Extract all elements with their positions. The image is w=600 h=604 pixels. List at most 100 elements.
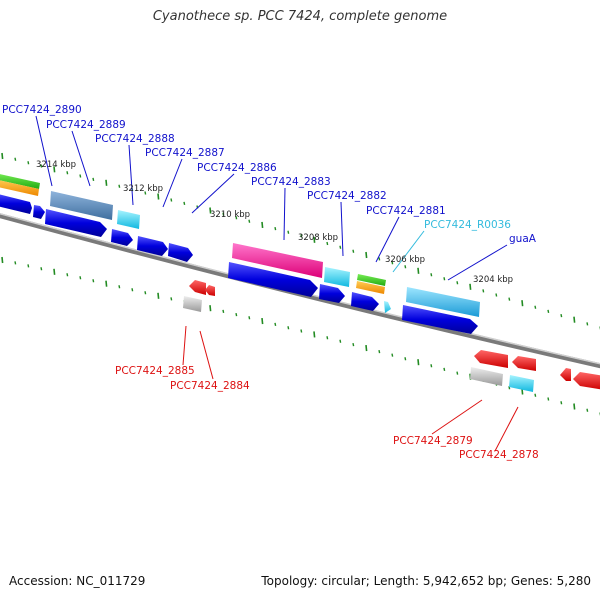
lower-ruler-tick	[287, 326, 290, 330]
upper-ruler-tick	[287, 230, 290, 234]
gene-label[interactable]: PCC7424_2888	[95, 133, 175, 145]
upper-ruler-tick	[469, 283, 472, 290]
gene-block-2882	[324, 267, 350, 287]
gene-block-guaA	[406, 287, 480, 317]
upper-ruler-tick	[222, 212, 225, 216]
gene-block-2879-grey	[470, 367, 503, 386]
gene-block-orange-left	[0, 180, 39, 196]
gene-block-blue-4	[137, 236, 168, 256]
gene-label[interactable]: guaA	[509, 233, 537, 245]
gene-block-2884-grey	[183, 296, 202, 312]
upper-ruler-tick	[248, 219, 251, 223]
upper-ruler-tick	[157, 193, 160, 200]
gene-block-blue-8	[351, 292, 379, 311]
accession-text: Accession: NC_011729	[9, 574, 146, 588]
lower-ruler-tick	[352, 342, 355, 347]
upper-ruler-tick	[534, 305, 537, 309]
upper-ruler-tick	[482, 289, 485, 293]
gene-block-2888	[117, 210, 140, 229]
gene-block-blue-5	[168, 243, 193, 262]
gene-label[interactable]: PCC7424_2887	[145, 147, 225, 159]
upper-ruler-tick	[378, 257, 381, 261]
gene-label[interactable]: PCC7424_2886	[197, 162, 277, 174]
gene-label[interactable]: PCC7424_2882	[307, 190, 387, 202]
leader-2878	[494, 406, 519, 452]
upper-ruler-tick	[183, 201, 186, 206]
gene-label[interactable]: PCC7424_2883	[251, 176, 331, 188]
lower-ruler-tick	[209, 305, 212, 312]
gene-block-2883	[232, 243, 323, 278]
gene-block-blue-small	[33, 205, 45, 219]
upper-ruler-tick	[209, 207, 212, 214]
upper-ruler-tick	[40, 164, 43, 168]
gene-block-blue-3	[111, 229, 133, 246]
gene-block-red-right	[573, 372, 600, 390]
gene-block-blue-6	[228, 262, 318, 297]
lower-ruler-tick	[248, 316, 251, 320]
upper-ruler-tick	[1, 152, 4, 160]
upper-ruler-tick	[300, 234, 303, 238]
lower-ruler-tick	[547, 397, 550, 401]
lower-ruler-tick	[27, 264, 30, 268]
upper-ruler-tick	[66, 171, 69, 175]
page-title: Cyanothece sp. PCC 7424, complete genome	[152, 9, 448, 24]
gene-labels-bottom: PCC7424_2885 PCC7424_2884 PCC7424_2879 P…	[115, 365, 539, 461]
gene-block-blue-left	[0, 194, 32, 214]
lower-ruler-tick	[326, 336, 329, 340]
gene-label[interactable]: PCC7424_2884	[170, 380, 250, 392]
lower-ruler-tick	[404, 357, 407, 361]
lower-ruler-tick	[443, 367, 446, 372]
lower-ruler-tick	[170, 297, 173, 301]
upper-ruler-tick	[313, 236, 316, 243]
lower-ruler-tick	[40, 267, 43, 271]
upper-ruler-tick	[261, 221, 264, 228]
lower-ruler-tick	[378, 349, 381, 354]
gene-labels-top: PCC7424_2890 PCC7424_2889 PCC7424_2888 P…	[2, 104, 537, 245]
upper-ruler-tick	[79, 174, 82, 178]
gene-label[interactable]: PCC7424_2879	[393, 435, 473, 447]
gene-block-2889	[50, 191, 113, 220]
lower-ruler-tick	[53, 268, 56, 275]
upper-ruler-tick	[14, 157, 17, 161]
gene-block-blue-7	[319, 284, 345, 303]
lower-ruler-tick	[79, 276, 82, 280]
lower-ruler-tick	[313, 331, 316, 338]
gene-label[interactable]: PCC7424_2878	[459, 449, 539, 461]
label-leader-lines	[35, 115, 519, 452]
leader-2881	[375, 216, 400, 263]
lower-ruler-tick	[560, 401, 563, 405]
lower-ruler-tick	[339, 339, 342, 343]
gene-block-rna-small	[384, 301, 391, 313]
ruler-labels: 3214 kbp 3212 kbp 3210 kbp 3208 kbp 3206…	[36, 160, 513, 285]
upper-ruler-tick	[404, 265, 407, 269]
leader-2888	[128, 144, 134, 206]
lower-ruler-tick	[430, 364, 433, 368]
ruler-label: 3208 kbp	[298, 233, 338, 243]
leader-2879	[431, 399, 483, 435]
ruler-label: 3204 kbp	[473, 275, 513, 285]
upper-ruler-tick	[456, 281, 459, 285]
upper-ruler-tick	[170, 198, 173, 202]
ruler-label: 3210 kbp	[210, 210, 250, 220]
leader-2890	[35, 115, 53, 187]
lower-ruler-tick	[66, 273, 69, 277]
lower-ruler-tick	[417, 359, 420, 366]
upper-ruler-tick	[560, 313, 563, 318]
gene-label[interactable]: PCC7424_2881	[366, 205, 446, 217]
upper-ruler-tick	[352, 249, 355, 253]
lower-ruler-tick	[586, 408, 589, 412]
upper-ruler-tick	[391, 261, 394, 265]
gene-label-rna[interactable]: PCC7424_R0036	[424, 219, 511, 231]
leader-2886	[191, 173, 235, 214]
lower-ruler-tick	[235, 312, 238, 317]
lower-ruler-tick	[261, 318, 264, 325]
gene-block-green-left	[0, 174, 40, 189]
gene-label[interactable]: PCC7424_2889	[46, 119, 126, 131]
upper-ruler-tick	[144, 191, 147, 195]
lower-ruler-tick	[92, 279, 95, 283]
gene-label[interactable]: PCC7424_2890	[2, 104, 82, 116]
gene-label[interactable]: PCC7424_2885	[115, 365, 195, 377]
lower-ruler-tick	[573, 403, 576, 410]
